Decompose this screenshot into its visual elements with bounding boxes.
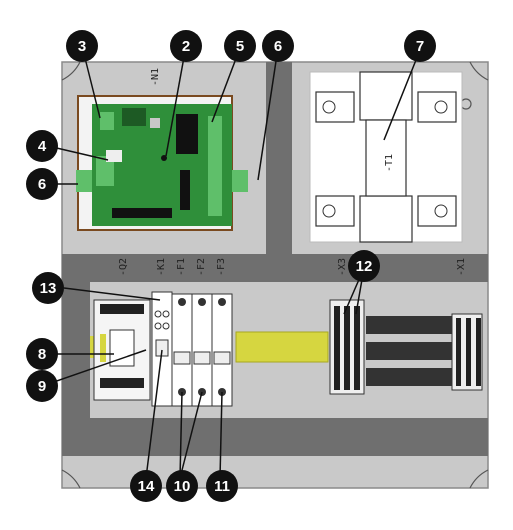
callout-7: 6 — [26, 168, 58, 200]
callout-6: 4 — [26, 130, 58, 162]
callout-number: 5 — [236, 38, 244, 55]
callout-number: 3 — [78, 38, 86, 55]
terminal-block-x1 — [451, 313, 483, 391]
label-q2: -Q2 — [118, 258, 129, 276]
leader-lines — [47, 45, 421, 479]
callout-number: 9 — [38, 378, 46, 395]
callout-10: 8 — [26, 338, 58, 370]
component-labels: -N1 -T1 -Q2 -K1 -F1 -F2 -F3 -X3 -X1 — [118, 68, 467, 276]
contactor-k1 — [151, 291, 173, 407]
callout-number: 4 — [38, 138, 47, 155]
callout-circle — [32, 272, 64, 304]
transformer-t1 — [309, 71, 463, 243]
callout-circle — [404, 30, 436, 62]
callout-circle — [224, 30, 256, 62]
label-k1: -K1 — [156, 258, 167, 276]
callout-circle — [26, 370, 58, 402]
label-n1: -N1 — [150, 68, 161, 86]
callout-14: 11 — [206, 470, 238, 502]
label-x3: -X3 — [337, 258, 348, 276]
callout-circle — [206, 470, 238, 502]
circuit-breakers-f1-f3 — [171, 293, 233, 407]
callout-number: 6 — [274, 38, 282, 55]
callout-number: 10 — [174, 478, 191, 495]
terminal-block-x3 — [329, 299, 458, 395]
wiring-ducts — [62, 62, 488, 456]
callout-number: 6 — [38, 176, 46, 193]
callout-12: 14 — [130, 470, 162, 502]
callout-11: 9 — [26, 370, 58, 402]
callout-9: 13 — [32, 272, 64, 304]
pcb-module-n1 — [76, 95, 248, 231]
callout-5: 7 — [404, 30, 436, 62]
callout-1: 3 — [66, 30, 98, 62]
label-f3: -F3 — [216, 258, 227, 276]
label-f2: -F2 — [196, 258, 207, 276]
callout-circle — [66, 30, 98, 62]
callout-circle — [130, 470, 162, 502]
callout-number: 14 — [138, 478, 155, 495]
callout-circle — [262, 30, 294, 62]
callout-number: 12 — [356, 258, 373, 275]
callout-4: 6 — [262, 30, 294, 62]
callout-8: 12 — [348, 250, 380, 282]
callout-number: 7 — [416, 38, 424, 55]
motor-protection-q2 — [93, 299, 151, 401]
label-t1: -T1 — [384, 154, 395, 172]
callout-number: 2 — [182, 38, 190, 55]
callout-circle — [348, 250, 380, 282]
label-f1: -F1 — [176, 258, 187, 276]
callout-circle — [26, 338, 58, 370]
callout-number: 8 — [38, 346, 46, 363]
callout-3: 5 — [224, 30, 256, 62]
callout-number: 13 — [40, 280, 57, 297]
callout-circle — [26, 168, 58, 200]
callout-circle — [170, 30, 202, 62]
callout-13: 10 — [166, 470, 198, 502]
callout-2: 2 — [170, 30, 202, 62]
callout-circle — [26, 130, 58, 162]
callout-number: 11 — [214, 478, 230, 495]
label-x1: -X1 — [456, 258, 467, 276]
callout-circle — [166, 470, 198, 502]
